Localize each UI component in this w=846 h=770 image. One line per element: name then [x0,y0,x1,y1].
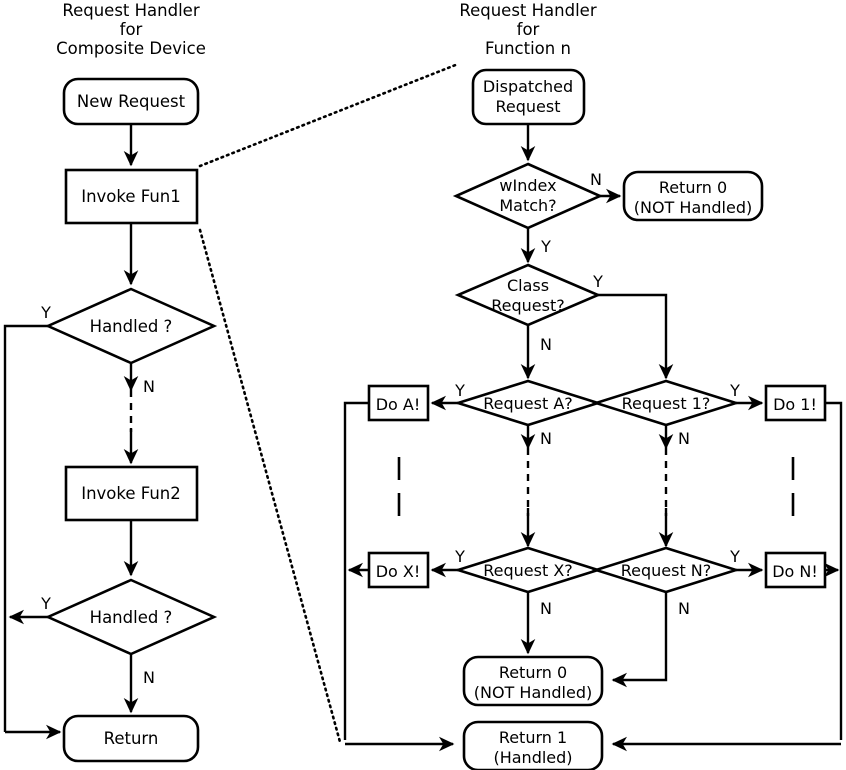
label-request-a-no: N [540,429,552,448]
node-invoke-fun2-label: Invoke Fun2 [81,484,181,503]
label-request-x-yes: Y [454,547,465,566]
node-return1-line2: (Handled) [493,748,572,767]
node-dispatched-request-line2: Request [496,97,561,116]
label-request-1-yes: Y [729,381,740,400]
node-return0-top-line1: Return 0 [659,178,727,197]
node-class-request-line1: Class [507,276,549,295]
label-handled1-no: N [143,377,155,396]
node-do-1-label: Do 1! [773,395,817,414]
edge-do1-to-rightrail [825,401,843,740]
edge-handled1-yes-rail [3,324,48,732]
title-right: Request Handler for Function n [459,1,596,58]
node-return0-bottom-line2: (NOT Handled) [474,683,592,702]
node-return-left[interactable] [62,714,200,763]
node-return0-top[interactable] [622,170,764,222]
label-request-x-no: N [540,599,552,618]
title-left-line2: for [120,20,143,39]
node-return1-line1: Return 1 [499,728,567,747]
label-handled2-yes: Y [40,594,51,613]
node-handled-2-label: Handled ? [90,608,173,627]
node-return-left-label: Return [104,729,159,748]
node-windex-match-line2: Match? [499,196,556,215]
node-do-n-label: Do N! [772,562,818,581]
label-request-n-no: N [678,599,690,618]
node-request-a-label: Request A? [483,394,573,413]
label-handled1-yes: Y [40,303,51,322]
zoom-connector-lower [198,228,342,744]
node-return0-bottom-line1: Return 0 [499,663,567,682]
label-class-no: N [540,335,552,354]
title-left: Request Handler for Composite Device [56,1,206,58]
edge-requestn-no-to-return0 [611,592,668,688]
node-class-request[interactable] [454,263,602,327]
zoom-connector-upper [198,62,460,168]
title-left-line3: Composite Device [56,39,206,58]
node-dispatched-request-line1: Dispatched [483,77,573,96]
edge-class-yes-to-request1 [598,293,674,380]
label-windex-no: N [590,170,602,189]
title-right-line1: Request Handler [459,1,596,20]
label-request-n-yes: Y [729,547,740,566]
label-request-a-yes: Y [454,381,465,400]
node-request-n-label: Request N? [621,561,712,580]
label-class-yes: Y [592,272,603,291]
title-right-line2: for [517,20,540,39]
node-request-1-label: Request 1? [622,394,711,413]
node-request-x-label: Request X? [483,561,573,580]
node-handled-1-label: Handled ? [90,317,173,336]
node-new-request-label: New Request [77,92,186,111]
node-windex-match-line1: wIndex [499,176,556,195]
label-handled2-no: N [143,668,155,687]
node-invoke-fun2[interactable] [64,465,199,522]
title-right-line3: Function n [485,39,571,58]
node-do-a-label: Do A! [376,395,421,414]
node-invoke-fun1[interactable] [64,168,199,225]
node-invoke-fun1-label: Invoke Fun1 [81,187,181,206]
label-request-1-no: N [678,429,690,448]
node-return0-bottom[interactable] [462,655,604,707]
edge-doa-to-leftrail [343,401,369,740]
node-do-x-label: Do X! [376,562,421,581]
node-return1[interactable] [462,720,604,770]
label-windex-yes: Y [540,237,551,256]
node-do-x[interactable] [367,551,430,589]
node-class-request-line2: Request? [491,296,564,315]
title-left-line1: Request Handler [62,1,199,20]
node-return0-top-line2: (NOT Handled) [634,198,752,217]
